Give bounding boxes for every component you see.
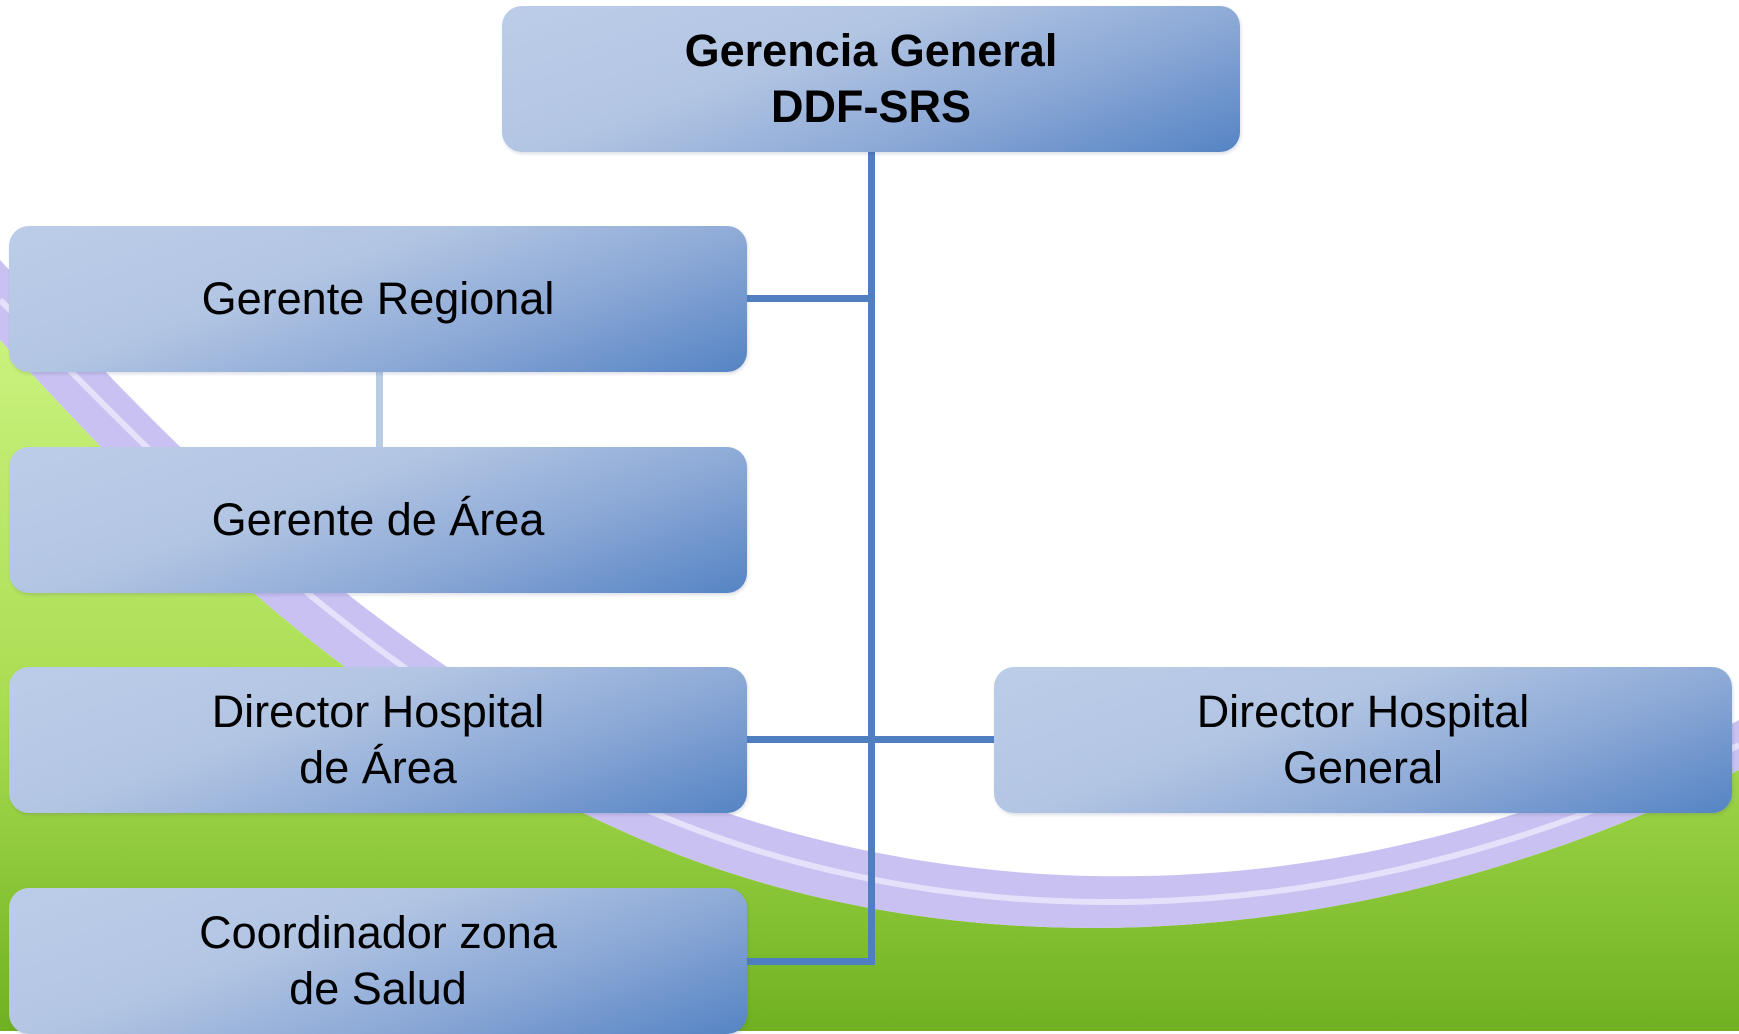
node-director-hospital-general: Director Hospital General [994, 667, 1732, 813]
node-director-hospital-general-label: Director Hospital General [1196, 686, 1530, 793]
node-gerente-regional: Gerente Regional [9, 226, 747, 372]
node-gerente-area: Gerente de Área [9, 447, 747, 593]
node-gerente-regional-label: Gerente Regional [201, 273, 555, 324]
connector-gerente-area [376, 370, 383, 450]
node-director-hospital-area-label: Director Hospital de Área [211, 686, 545, 793]
connector-director-hospital-area [745, 736, 875, 743]
node-coordinador-zona: Coordinador zona de Salud [9, 888, 747, 1034]
node-gerencia-general-label: Gerencia General DDF-SRS [684, 25, 1058, 132]
node-gerente-area-label: Gerente de Área [211, 494, 545, 545]
connector-gerente-regional [745, 295, 875, 302]
node-director-hospital-area: Director Hospital de Área [9, 667, 747, 813]
connector-coordinador-zona [745, 958, 875, 965]
node-coordinador-zona-label: Coordinador zona de Salud [199, 907, 557, 1014]
green-hill [0, 340, 1739, 1031]
node-gerencia-general: Gerencia General DDF-SRS [502, 6, 1240, 152]
connector-director-hospital-general [868, 736, 996, 743]
trunk-connector [868, 150, 875, 965]
